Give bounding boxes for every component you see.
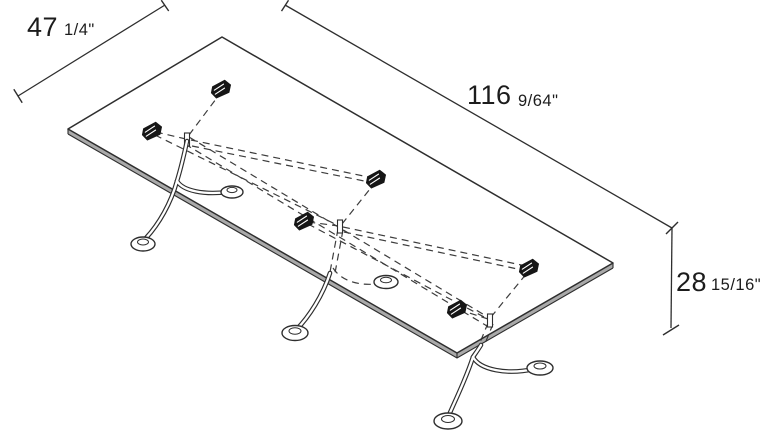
table-leg-right (433, 313, 554, 430)
leg-foot-disc (526, 360, 554, 376)
glass-clamp (141, 121, 163, 141)
length-dimension: 116 9/64" (280, 0, 679, 235)
dimension-line (670, 227, 673, 329)
under-frame-hidden-lines (154, 94, 528, 347)
dimension-line (17, 4, 166, 97)
table-leg-left (130, 132, 244, 252)
leg-foot-disc (281, 324, 309, 342)
leg-spine-bracket (486, 313, 494, 328)
glass-clamp (210, 79, 232, 99)
glass-clamp (518, 258, 540, 278)
leg-foot-disc (373, 274, 399, 290)
length-fraction-label: 9/64" (518, 92, 558, 110)
leg-spine-bracket (336, 219, 344, 234)
glass-top (68, 37, 613, 358)
glass-clamp (293, 211, 315, 231)
glass-top-outline (67, 36, 614, 359)
height-fraction-label: 15/16" (711, 276, 761, 294)
height-dimension: 28 15/16" (662, 227, 761, 336)
depth-dimension: 47 1/4" (13, 0, 170, 104)
leg-foot-disc (220, 185, 244, 199)
table-leg-middle (281, 219, 399, 342)
leg-foot-disc (130, 236, 156, 252)
glass-clamp (365, 169, 387, 189)
depth-value-label: 47 (27, 12, 58, 42)
glass-clamp (446, 299, 468, 319)
dimension-line (284, 4, 673, 229)
leg-foot-disc (433, 412, 463, 430)
glass-clamps (141, 79, 540, 319)
length-value-label: 116 (467, 80, 512, 110)
depth-fraction-label: 1/4" (64, 21, 95, 39)
height-value-label: 28 (676, 267, 707, 297)
